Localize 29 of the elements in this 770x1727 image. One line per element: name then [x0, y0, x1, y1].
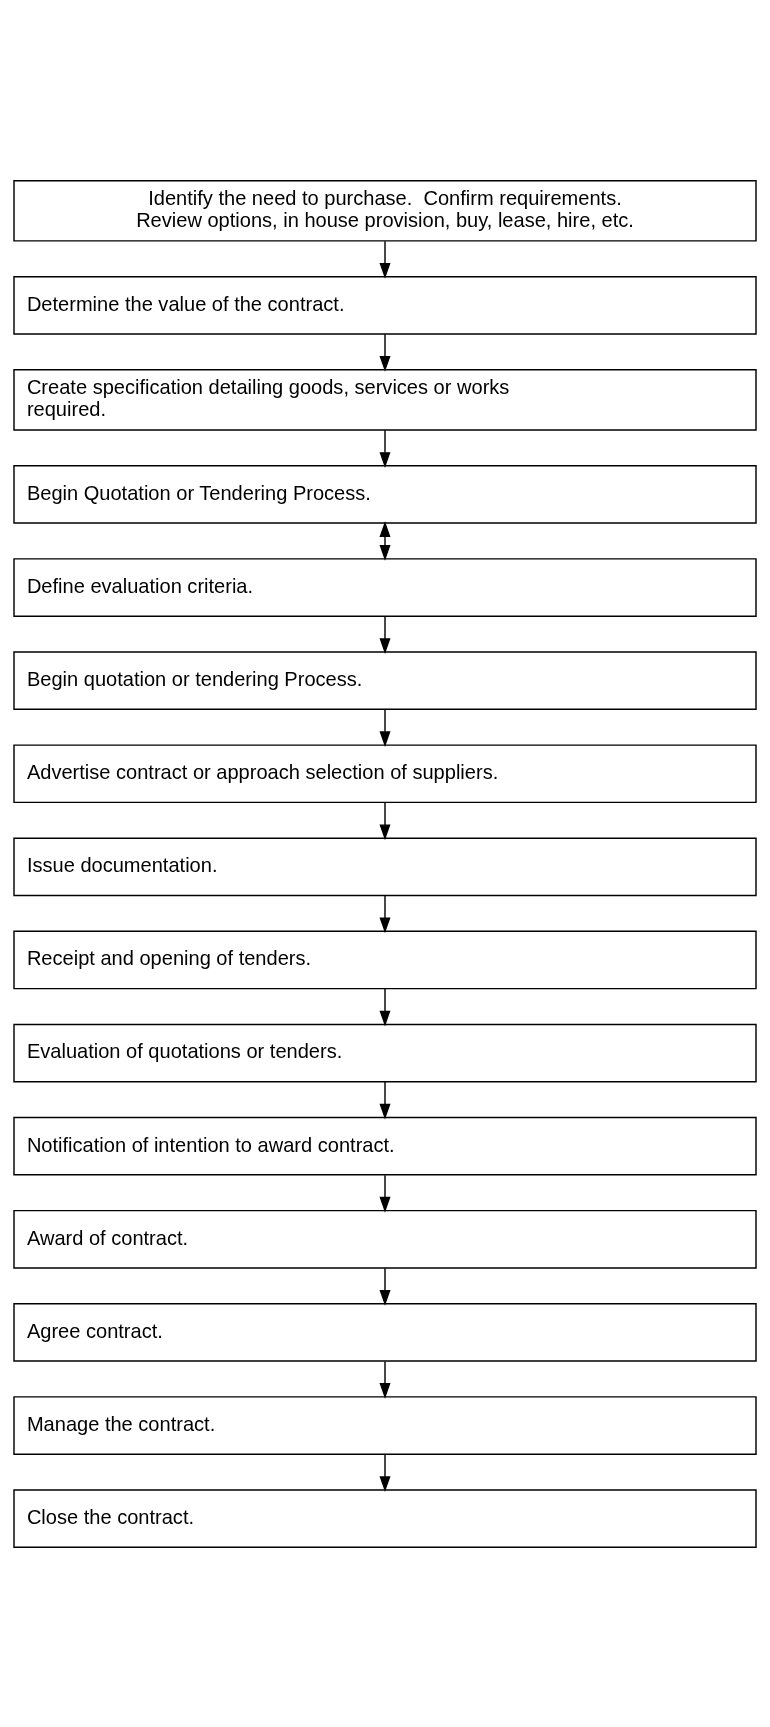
node-box: Determine the value of the contract.: [13, 275, 757, 335]
node-box: Evaluation of quotations or tenders.: [13, 1023, 757, 1082]
node-box: Receipt and opening of tenders.: [13, 930, 757, 989]
node-box: Begin Quotation or Tendering Process.: [13, 464, 757, 524]
arrow: [379, 615, 391, 654]
node-box: Award of contract.: [13, 1209, 757, 1269]
node-box: Manage the contract.: [13, 1395, 757, 1455]
arrow: [379, 240, 391, 279]
arrow: [379, 1267, 391, 1306]
arrow: [379, 1360, 391, 1399]
arrow: [379, 429, 391, 468]
arrow: [379, 1173, 391, 1213]
node-box: Create specification detailing goods, services or works required.: [13, 368, 757, 431]
arrow: [379, 801, 391, 840]
node-box: Identify the need to purchase. Confirm requirements. Review options, in house provision, buy, lease, hire, etc.: [13, 179, 757, 242]
arrow: [379, 1453, 391, 1492]
arrow: [379, 987, 391, 1026]
node-box: Close the contract.: [13, 1488, 757, 1548]
node-box: Notification of intention to award contract.: [13, 1116, 757, 1176]
node-box: Define evaluation criteria.: [13, 557, 757, 617]
node-box: Agree contract.: [13, 1302, 757, 1362]
node-box: Begin quotation or tendering Process.: [13, 650, 757, 710]
node-box: Issue documentation.: [13, 837, 757, 896]
arrow: [379, 333, 391, 372]
arrow: [379, 894, 391, 933]
node-box: Advertise contract or approach selection of suppliers.: [13, 743, 757, 803]
arrow: [379, 1080, 391, 1119]
arrow: [379, 708, 391, 747]
arrow: [379, 520, 391, 561]
